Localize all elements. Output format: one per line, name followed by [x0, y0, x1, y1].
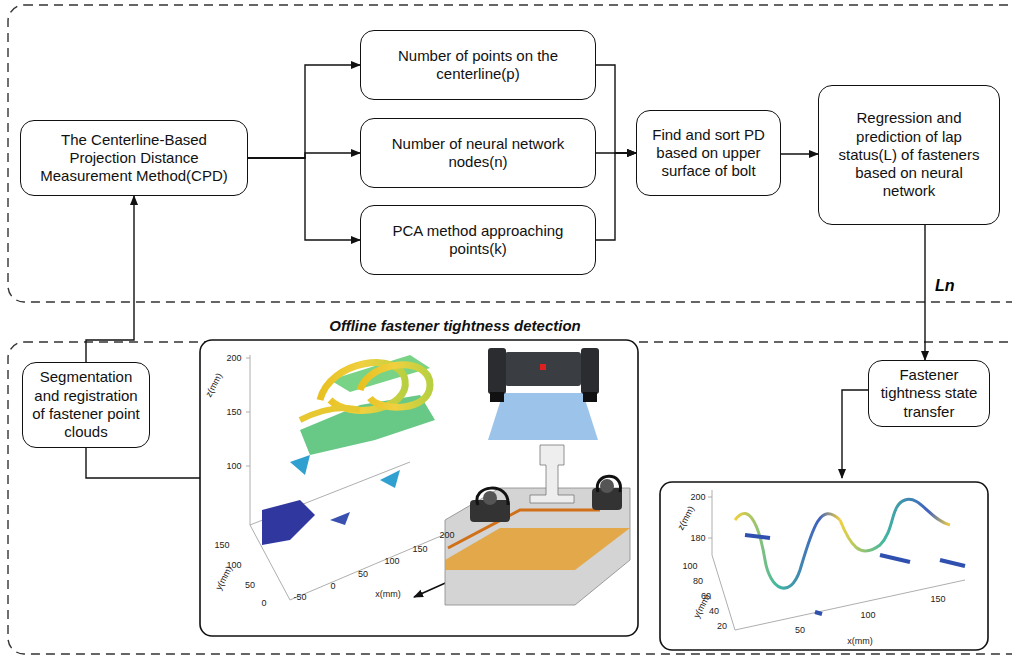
flow-arrow: [248, 65, 360, 158]
plot-axes: [246, 355, 455, 600]
axis-label: 100: [860, 610, 875, 620]
axis-label: 150: [214, 540, 229, 550]
axis-label: 200: [690, 492, 705, 502]
process-box: Number of neural network nodes(n): [360, 118, 596, 188]
axis-label: 80: [693, 576, 703, 586]
edge-label: Ln: [933, 277, 957, 295]
axis-label: 40: [709, 606, 719, 616]
process-box: Segmentation and registration of fastene…: [22, 362, 150, 448]
axis-label: 50: [245, 580, 255, 590]
flow-arrow: [596, 153, 636, 240]
image-panel: [660, 482, 988, 650]
axis-label: 100: [384, 556, 399, 566]
process-box: Find and sort PD based on upper surface …: [636, 110, 781, 196]
point-cloud: [735, 499, 965, 614]
process-box: Fastener tightness state transfer: [868, 360, 990, 427]
axis-label: x(mm): [847, 636, 873, 646]
axis-label: 200: [226, 353, 241, 363]
axis-label: 150: [930, 594, 945, 604]
image-panel: [200, 340, 638, 636]
axis-label: 150: [226, 407, 241, 417]
axis-label: 20: [717, 621, 727, 631]
laser-scanner: [488, 348, 599, 440]
box-text: Segmentation and registration of fastene…: [31, 368, 141, 441]
axis-label: 50: [795, 625, 805, 635]
axis-label: 50: [358, 569, 368, 579]
process-box: PCA method approaching points(k): [360, 205, 596, 275]
axis-label: -50: [293, 592, 306, 602]
axis-label: 150: [412, 544, 427, 554]
flow-arrow: [248, 158, 360, 240]
plot-axes: [708, 490, 965, 630]
flow-arrow: [248, 153, 360, 158]
process-box: Regression and prediction of lap status(…: [818, 85, 1000, 225]
region-outline: [8, 5, 1012, 302]
axis-label: 100: [226, 461, 241, 471]
flow-arrow: [924, 225, 925, 360]
axis-label: 100: [226, 560, 241, 570]
box-text: PCA method approaching points(k): [369, 222, 587, 259]
axis-label: 60: [701, 591, 711, 601]
section-label: Offline fastener tightness detection: [329, 317, 580, 334]
rail-fastener: [445, 445, 630, 605]
box-text: Number of neural network nodes(n): [369, 135, 587, 172]
box-text: Number of points on the centerline(p): [369, 47, 587, 84]
process-box: The Centerline-Based Projection Distance…: [20, 120, 248, 196]
axis-label: 200: [439, 530, 454, 540]
flow-arrow: [596, 65, 636, 153]
axis-label: 180: [690, 533, 705, 543]
axis-label: 0: [261, 598, 266, 608]
flow-arrow: [781, 153, 818, 154]
box-text: The Centerline-Based Projection Distance…: [29, 131, 239, 186]
point-cloud: [262, 355, 435, 545]
axis-label: 0: [330, 581, 335, 591]
box-text: Fastener tightness state transfer: [877, 366, 981, 421]
box-text: Regression and prediction of lap status(…: [827, 109, 991, 200]
axis-label: 100: [682, 561, 697, 571]
flow-arrow: [86, 196, 134, 362]
box-text: Find and sort PD based on upper surface …: [645, 126, 772, 181]
axis-label: x(mm): [375, 589, 401, 599]
flow-arrow: [842, 390, 868, 478]
process-box: Number of points on the centerline(p): [360, 30, 596, 100]
